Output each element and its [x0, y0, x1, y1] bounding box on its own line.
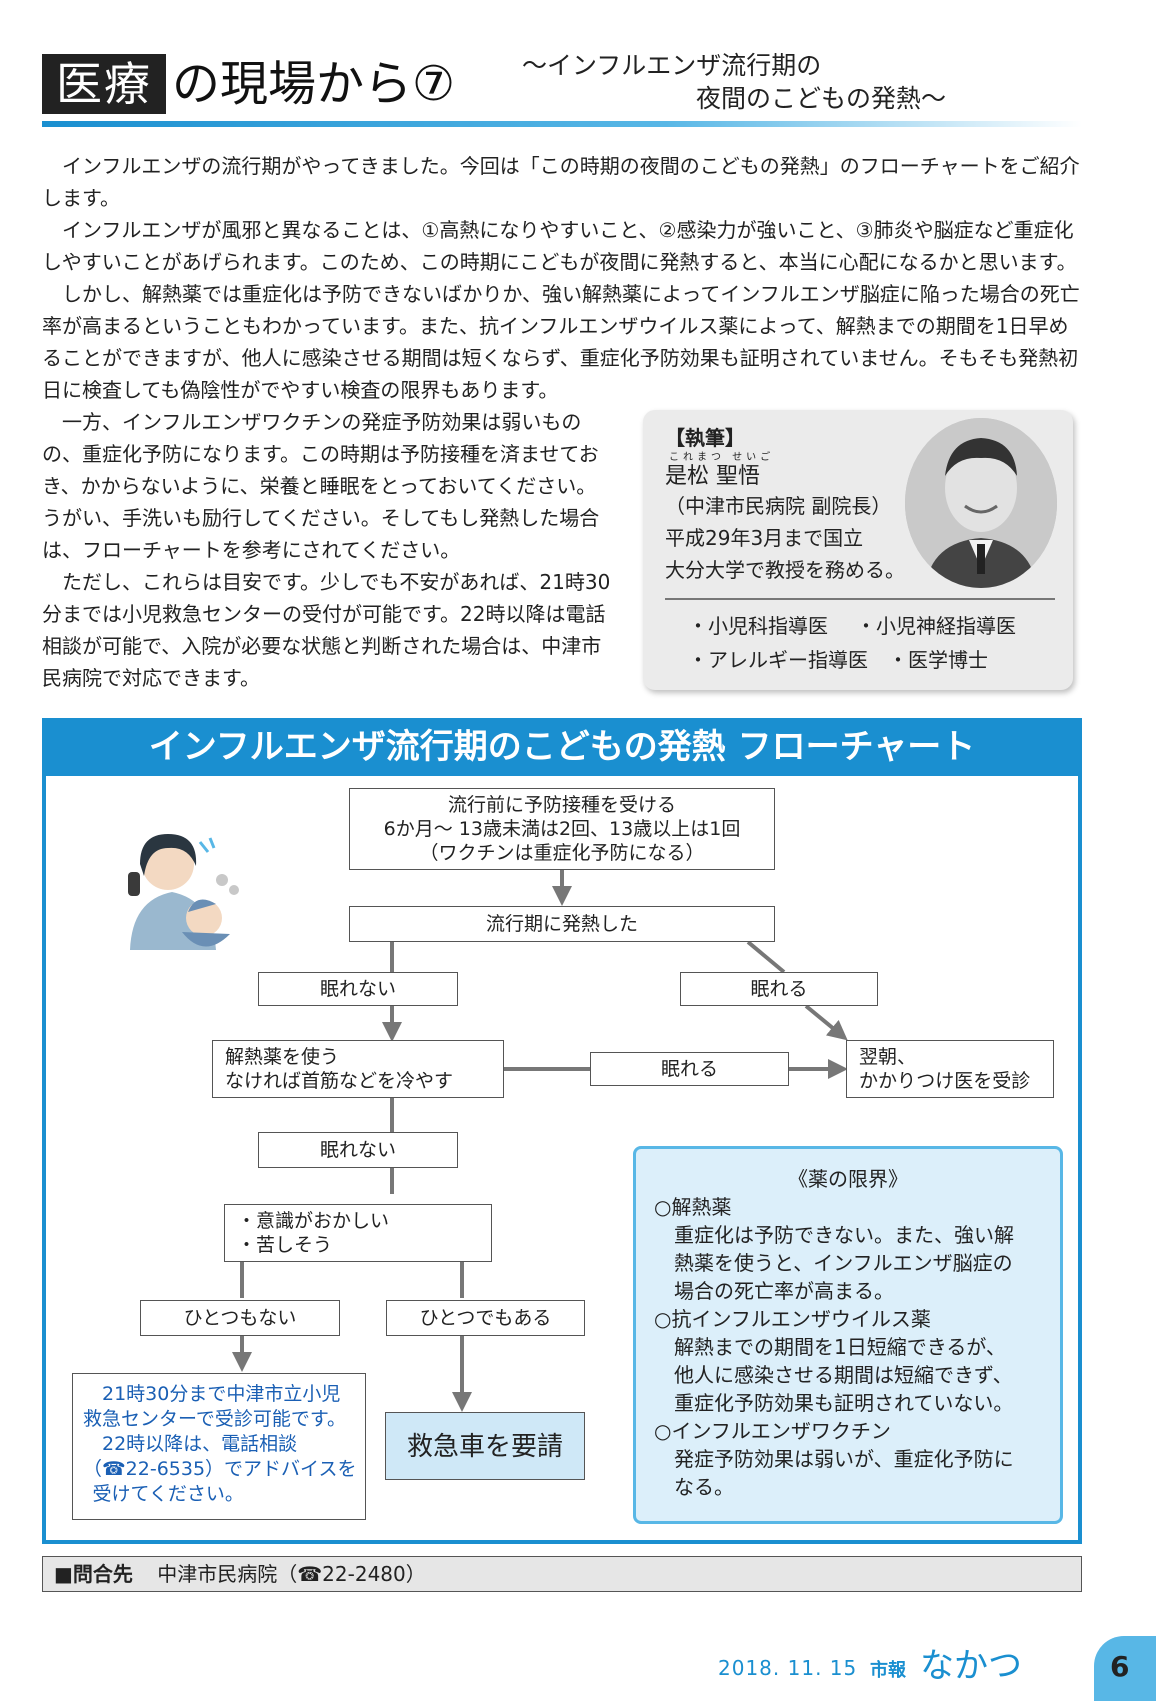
author-divider — [665, 598, 1055, 600]
antipyretic-line2: なければ首筋などを冷やす — [225, 1070, 454, 1092]
info-line2: 救急センターで受診可能です。 — [83, 1408, 346, 1430]
ambulance-box: 救急車を要請 — [385, 1412, 585, 1480]
page-number-tab — [1094, 1636, 1156, 1701]
vaccine-box: 流行前に予防接種を受ける 6か月～ 13歳未満は2回、13歳以上は1回 （ワクチ… — [349, 788, 775, 870]
contact-text: 中津市民病院（☎22-2480） — [157, 1562, 426, 1586]
info-line1: 21時30分まで中津市立小児 — [102, 1383, 341, 1405]
intro-paragraph-2: インフルエンザが風邪と異なることは、①高熱になりやすいこと、②感染力が強いこと、… — [42, 218, 1077, 274]
author-label: 【執筆】 — [665, 426, 745, 450]
cant-sleep-box-2: 眠れない — [258, 1132, 458, 1168]
pediatric-center-info-box: 21時30分まで中津市立小児 救急センターで受診可能です。 22時以降は、電話相… — [72, 1373, 366, 1520]
mother-child-icon — [128, 834, 239, 950]
cant-sleep-box-1: 眠れない — [258, 972, 458, 1006]
title-highlight: 医療 — [42, 54, 166, 114]
publication-name: なかつ — [920, 1646, 1022, 1686]
flowchart-title: インフルエンザ流行期のこどもの発熱 フローチャート — [148, 727, 976, 767]
next-morning-box: 翌朝、 かかりつけ医を受診 — [846, 1040, 1054, 1098]
limits-text-3b: なる。 — [674, 1475, 734, 1499]
limits-heading-antipyretic: ○解熱薬 — [654, 1195, 732, 1219]
limits-text-1a: 重症化は予防できない。また、強い解 — [674, 1223, 1014, 1247]
body-paragraph-5: ただし、これらは目安です。少しでも不安があれば、21時30分までは小児救急センタ… — [42, 570, 611, 690]
antipyretic-line1: 解熱薬を使う — [225, 1046, 340, 1068]
limits-heading-vaccine: ○インフルエンザワクチン — [654, 1419, 891, 1443]
specialty-4: ・医学博士 — [888, 648, 988, 672]
medicine-limits-box: 《薬の限界》 ○解熱薬 重症化は予防できない。また、強い解 熱薬を使うと、インフ… — [633, 1146, 1063, 1524]
limits-title: 《薬の限界》 — [788, 1167, 908, 1191]
specialty-3: ・アレルギー指導医 — [688, 648, 868, 672]
header-divider — [42, 121, 1082, 127]
author-affiliation: （中津市民病院 副院長） — [665, 494, 892, 518]
contact-label: ■問合先 — [54, 1562, 133, 1586]
contact-bar — [42, 1556, 1082, 1592]
limits-text-2a: 解熱までの期間を1日短縮できるが、 — [674, 1335, 1006, 1359]
next-morning-line1: 翌朝、 — [859, 1046, 917, 1068]
intro-paragraph-3: しかし、解熱薬では重症化は予防できないばかりか、強い解熱薬によってインフルエンザ… — [42, 282, 1080, 402]
contact-info: ■問合先 中津市民病院（☎22-2480） — [54, 1560, 426, 1588]
next-morning-line2: かかりつけ医を受診 — [859, 1070, 1031, 1092]
author-portrait-icon — [905, 418, 1057, 588]
author-bio-line1: 平成29年3月まで国立 — [665, 526, 864, 550]
flowchart-title-bar — [42, 718, 1082, 776]
none-box: ひとつもない — [140, 1300, 340, 1336]
limits-text-3a: 発症予防効果は弱いが、重症化予防に — [674, 1447, 1014, 1471]
vaccine-line1: 流行前に予防接種を受ける — [447, 794, 676, 816]
specialty-2: ・小児神経指導医 — [856, 614, 1016, 638]
limits-text-1b: 熱薬を使うと、インフルエンザ脳症の — [674, 1251, 1013, 1275]
limits-text-2c: 重症化予防効果も証明されていない。 — [674, 1391, 1014, 1415]
info-line5: 受けてください。 — [92, 1483, 244, 1505]
issue-date: 2018. 11. 15 — [718, 1656, 858, 1680]
subtitle-line1: ～インフルエンザ流行期の — [522, 51, 822, 80]
antipyretic-box: 解熱薬を使う なければ首筋などを冷やす — [212, 1040, 504, 1098]
intro-paragraph-1: インフルエンザの流行期がやってきました。今回は「この時期の夜間のこどもの発熱」の… — [42, 154, 1080, 210]
vaccine-line3: （ワクチンは重症化予防になる） — [419, 842, 705, 864]
intro-text: インフルエンザの流行期がやってきました。今回は「この時期の夜間のこどもの発熱」の… — [42, 150, 1082, 406]
specialty-1: ・小児科指導医 — [688, 614, 828, 638]
symptom-line1: ・意識がおかしい — [237, 1210, 390, 1232]
author-name: 是松 聖悟 — [665, 464, 760, 489]
line-fever-to-cansleep — [746, 940, 786, 974]
vaccine-line2: 6か月～ 13歳未満は2回、13歳以上は1回 — [383, 818, 741, 840]
author-bio-line2: 大分大学で教授を務める。 — [665, 558, 905, 582]
symptom-line2: ・苦しそう — [237, 1234, 333, 1256]
info-line3: 22時以降は、電話相談 — [102, 1433, 298, 1455]
body-paragraph-4: 一方、インフルエンザワクチンの発症予防効果は弱いものの、重症化予防になります。こ… — [42, 410, 600, 562]
can-sleep-box-2: 眠れる — [590, 1052, 789, 1086]
limits-text-2b: 他人に感染させる期間は短縮できず、 — [674, 1363, 1013, 1387]
symptoms-box: ・意識がおかしい ・苦しそう — [224, 1204, 492, 1262]
fever-box: 流行期に発熱した — [349, 906, 775, 942]
author-ruby: これまつ せいご — [669, 452, 775, 463]
page-title: の現場から⑦ — [172, 56, 456, 112]
author-photo — [905, 418, 1057, 588]
publication-label: 市報 — [870, 1660, 906, 1681]
arrow-cansleep-to-morning — [804, 1004, 848, 1041]
info-line4: （☎22-6535）でアドバイスを — [83, 1458, 357, 1480]
subtitle-line2: 夜間のこどもの発熱～ — [696, 84, 947, 113]
can-sleep-box-1: 眠れる — [680, 972, 878, 1006]
some-box: ひとつでもある — [386, 1300, 585, 1336]
left-column-text: 一方、インフルエンザワクチンの発症予防効果は弱いものの、重症化予防になります。こ… — [42, 406, 612, 694]
page-number: 6 — [1110, 1650, 1130, 1683]
limits-text-1c: 場合の死亡率が高まる。 — [674, 1279, 894, 1303]
limits-heading-antiviral: ○抗インフルエンザウイルス薬 — [654, 1307, 931, 1331]
